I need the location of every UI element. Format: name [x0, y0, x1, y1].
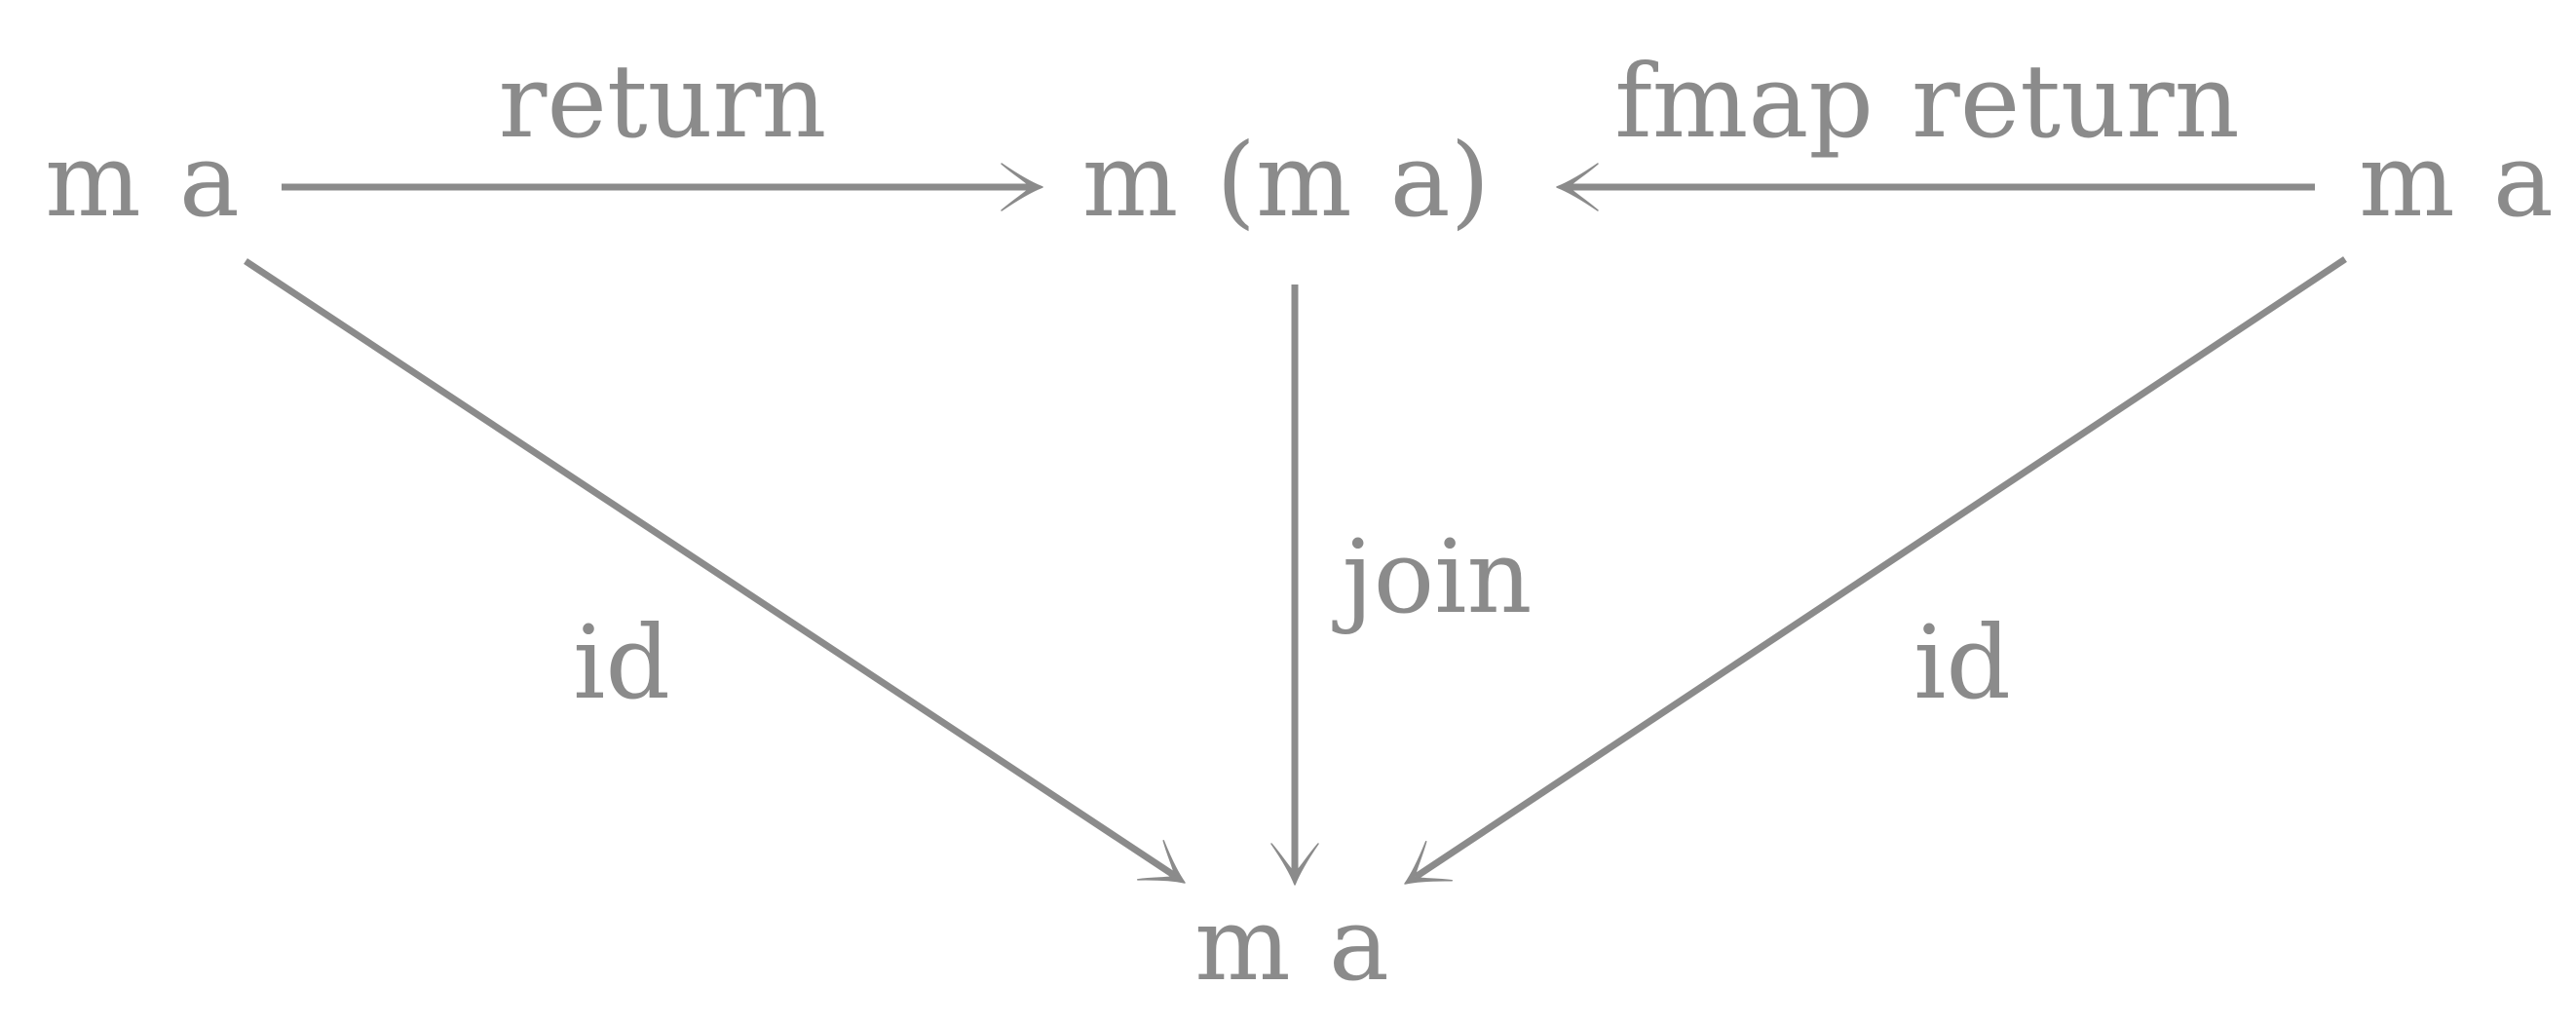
node-m-ma-top-center: m (m a): [1082, 121, 1491, 240]
edge-label-id-left: id: [573, 603, 670, 722]
edge-id-left-arrowhead-icon: [1136, 840, 1186, 884]
node-ma-top-left: m a: [45, 121, 240, 240]
node-ma-bottom: m a: [1194, 885, 1389, 1004]
edge-join-arrowhead-icon: [1270, 843, 1319, 886]
edge-label-id-right: id: [1913, 603, 2011, 722]
edge-return-arrowhead-icon: [1001, 163, 1043, 211]
edge-id-left-line: [244, 258, 1177, 879]
edge-label-return: return: [499, 42, 827, 161]
edge-id-right-line: [1414, 256, 2347, 880]
edge-id-right-arrowhead-icon: [1404, 841, 1454, 885]
edge-label-fmap-return: fmap return: [1614, 42, 2239, 161]
node-ma-top-right: m a: [2359, 121, 2554, 240]
edge-fmap-return-arrowhead-icon: [1556, 163, 1599, 211]
edge-label-join: join: [1332, 517, 1532, 636]
